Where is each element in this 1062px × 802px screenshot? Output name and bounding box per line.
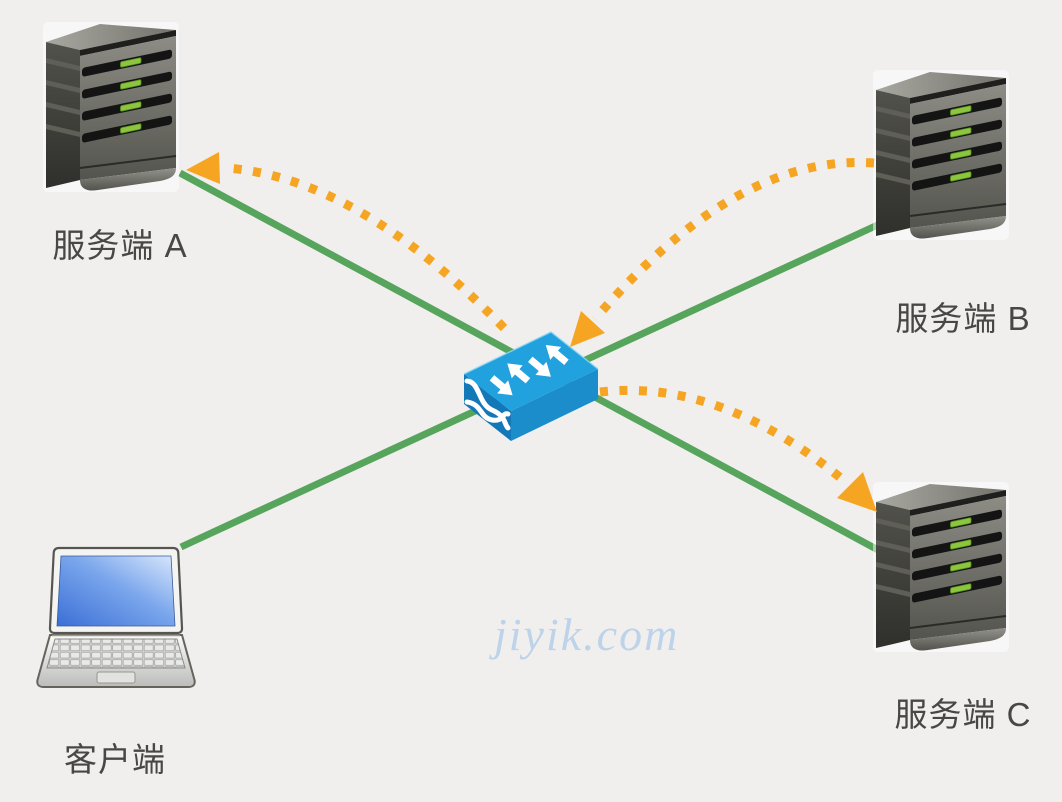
node-client	[28, 542, 198, 692]
label-client: 客户端	[64, 741, 166, 778]
node-server-a	[42, 20, 182, 196]
label-server-c: 服务端 C	[894, 696, 1032, 733]
watermark: jiyik.com	[494, 609, 680, 660]
node-server-b	[872, 68, 1012, 244]
switch-icon	[452, 326, 604, 452]
node-switch	[452, 326, 604, 452]
server-icon	[872, 69, 1010, 241]
laptop-icon	[36, 546, 196, 689]
server-icon	[42, 21, 180, 193]
server-icon	[872, 481, 1010, 653]
label-server-b: 服务端 B	[895, 300, 1031, 337]
label-server-a: 服务端 A	[52, 227, 188, 264]
node-server-c	[872, 480, 1012, 656]
